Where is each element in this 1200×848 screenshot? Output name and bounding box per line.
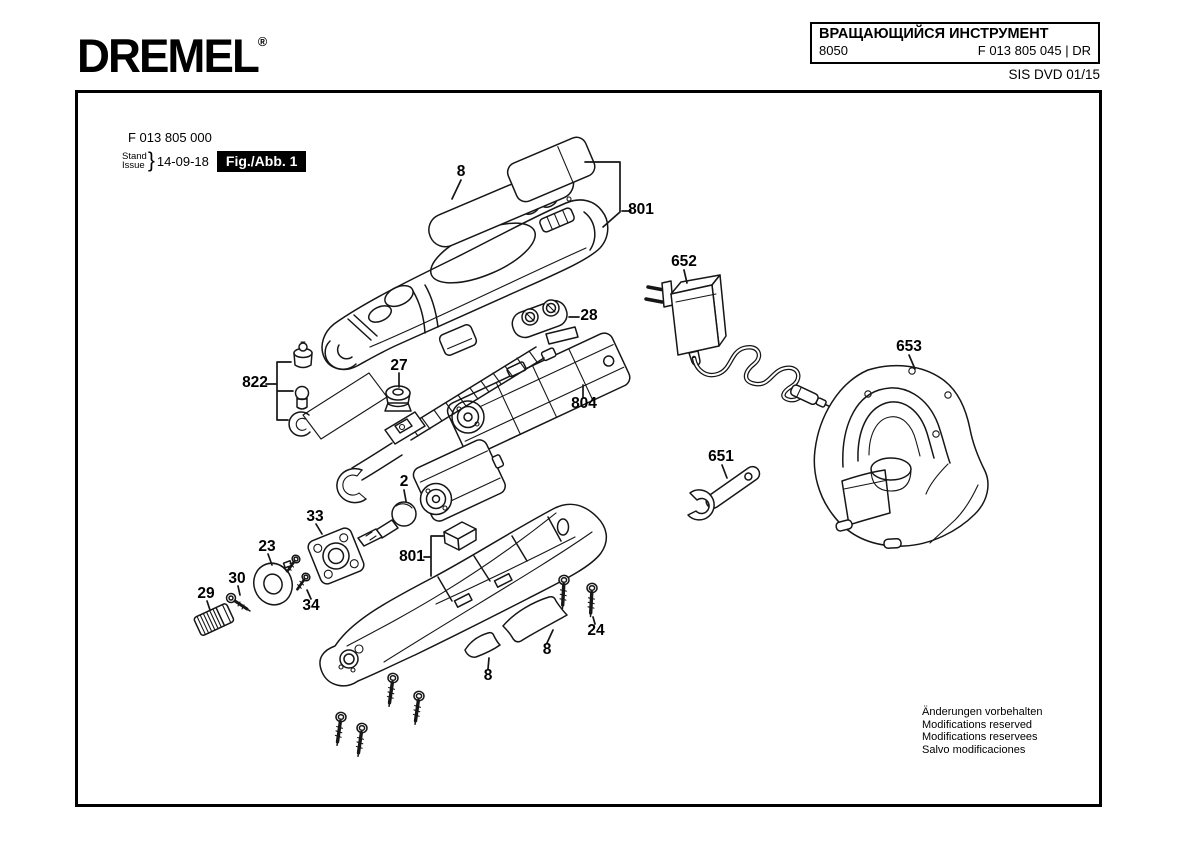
stand-label: Stand	[122, 150, 147, 162]
note-line: Änderungen vorbehalten	[922, 706, 1043, 718]
front-pad-drawing	[464, 631, 501, 658]
side-pad-drawing	[502, 596, 568, 643]
switch-drawing	[511, 299, 579, 345]
type-code: F 013 805 045 | DR	[977, 43, 1091, 58]
board-assembly-drawing	[336, 332, 631, 504]
wrench-drawing	[687, 465, 761, 521]
media-version: SIS DVD 01/15	[1008, 67, 1100, 82]
fan-drawing	[307, 527, 365, 585]
issue-label: Issue	[122, 160, 145, 171]
housing-cover-drawing	[506, 136, 596, 203]
tool-title: ВРАЩАЮЩИЙСЯ ИНСТРУМЕНТ	[819, 26, 1049, 42]
brace-glyph: }	[147, 149, 155, 172]
nose-ring-drawing	[253, 560, 293, 606]
dremel-logo: DREMEL®	[77, 29, 268, 82]
brush-parts-drawing	[288, 341, 313, 437]
collet-nut-drawing	[193, 603, 235, 637]
charger-drawing	[644, 274, 832, 408]
rubber-foot-drawing	[438, 324, 478, 356]
modification-notes: Änderungen vorbehalten Modifications res…	[922, 706, 1042, 756]
upper-housing-drawing	[321, 196, 609, 371]
note-line: Modifications reserved	[922, 718, 1033, 731]
foam-block-drawing	[443, 521, 477, 551]
drawing-type-number: F 013 805 000	[128, 130, 212, 145]
issue-date: 14-09-18	[156, 153, 209, 169]
mount-panel-drawing	[302, 372, 388, 440]
motor-drawing	[357, 439, 506, 547]
leader-lines	[206, 161, 916, 670]
note-line: Modifications reservees	[922, 731, 1038, 743]
note-line: Salvo modificaciones	[922, 743, 1026, 756]
lower-housing-drawing	[319, 503, 608, 687]
charging-stand-drawing	[813, 364, 989, 549]
set-screw-drawing	[225, 592, 251, 612]
grommet-drawing	[384, 385, 412, 412]
title-box: ВРАЩАЮЩИЙСЯ ИНСТРУМЕНТ 8050 F 013 805 04…	[810, 22, 1100, 64]
model-number: 8050	[819, 43, 848, 58]
figure-tag: Fig./Abb. 1	[216, 150, 307, 172]
registered-mark: ®	[257, 34, 268, 49]
issue-date-block: Stand Issue } 14-09-18 Fig./Abb. 1	[122, 149, 307, 173]
